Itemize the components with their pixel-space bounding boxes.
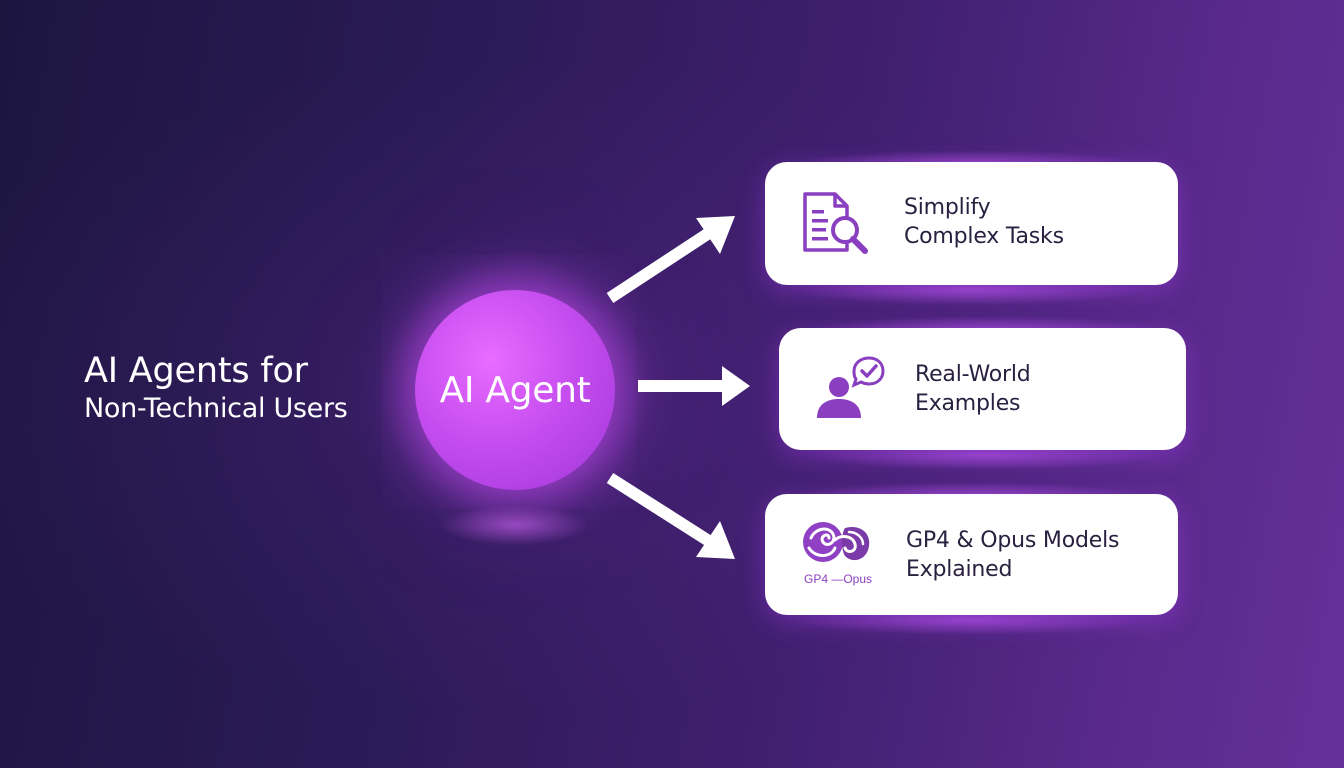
- card-simplify-tasks: Simplify Complex Tasks: [765, 162, 1178, 285]
- orb-floor-glow: [440, 505, 590, 545]
- arrow-to-card-1: [606, 216, 735, 304]
- card-real-world-examples: Real-World Examples: [779, 328, 1186, 450]
- card-3-line-2: Explained: [906, 557, 1013, 583]
- card-1-text: Simplify Complex Tasks: [904, 193, 1064, 252]
- card-1-line-1: Simplify: [904, 195, 991, 220]
- page-title: AI Agents for Non-Technical Users: [84, 350, 348, 426]
- card-3-text: GP4 & Opus Models Explained: [906, 526, 1119, 585]
- ai-agent-orb: AI Agent: [415, 290, 615, 490]
- arrow-to-card-3: [606, 472, 735, 559]
- card-models-explained: GP4 —Opus GP4 & Opus Models Explained: [765, 494, 1178, 615]
- brain-logo-icon: [803, 522, 870, 562]
- card-2-line-1: Real-World: [915, 362, 1031, 387]
- user-chat-check-icon: [817, 356, 885, 418]
- card-2-text: Real-World Examples: [915, 360, 1031, 419]
- card-2-line-2: Examples: [915, 391, 1021, 417]
- brain-logo-caption: GP4 —Opus: [804, 572, 873, 586]
- arrow-to-card-2: [638, 366, 750, 406]
- card-3-line-1: GP4 & Opus Models: [906, 528, 1120, 553]
- card-1-line-2: Complex Tasks: [904, 224, 1064, 250]
- document-search-icon: [803, 192, 868, 254]
- page-title-line-1: AI Agents for: [84, 351, 308, 391]
- page-title-line-2: Non-Technical Users: [84, 392, 348, 424]
- ai-agent-label: AI Agent: [439, 369, 591, 411]
